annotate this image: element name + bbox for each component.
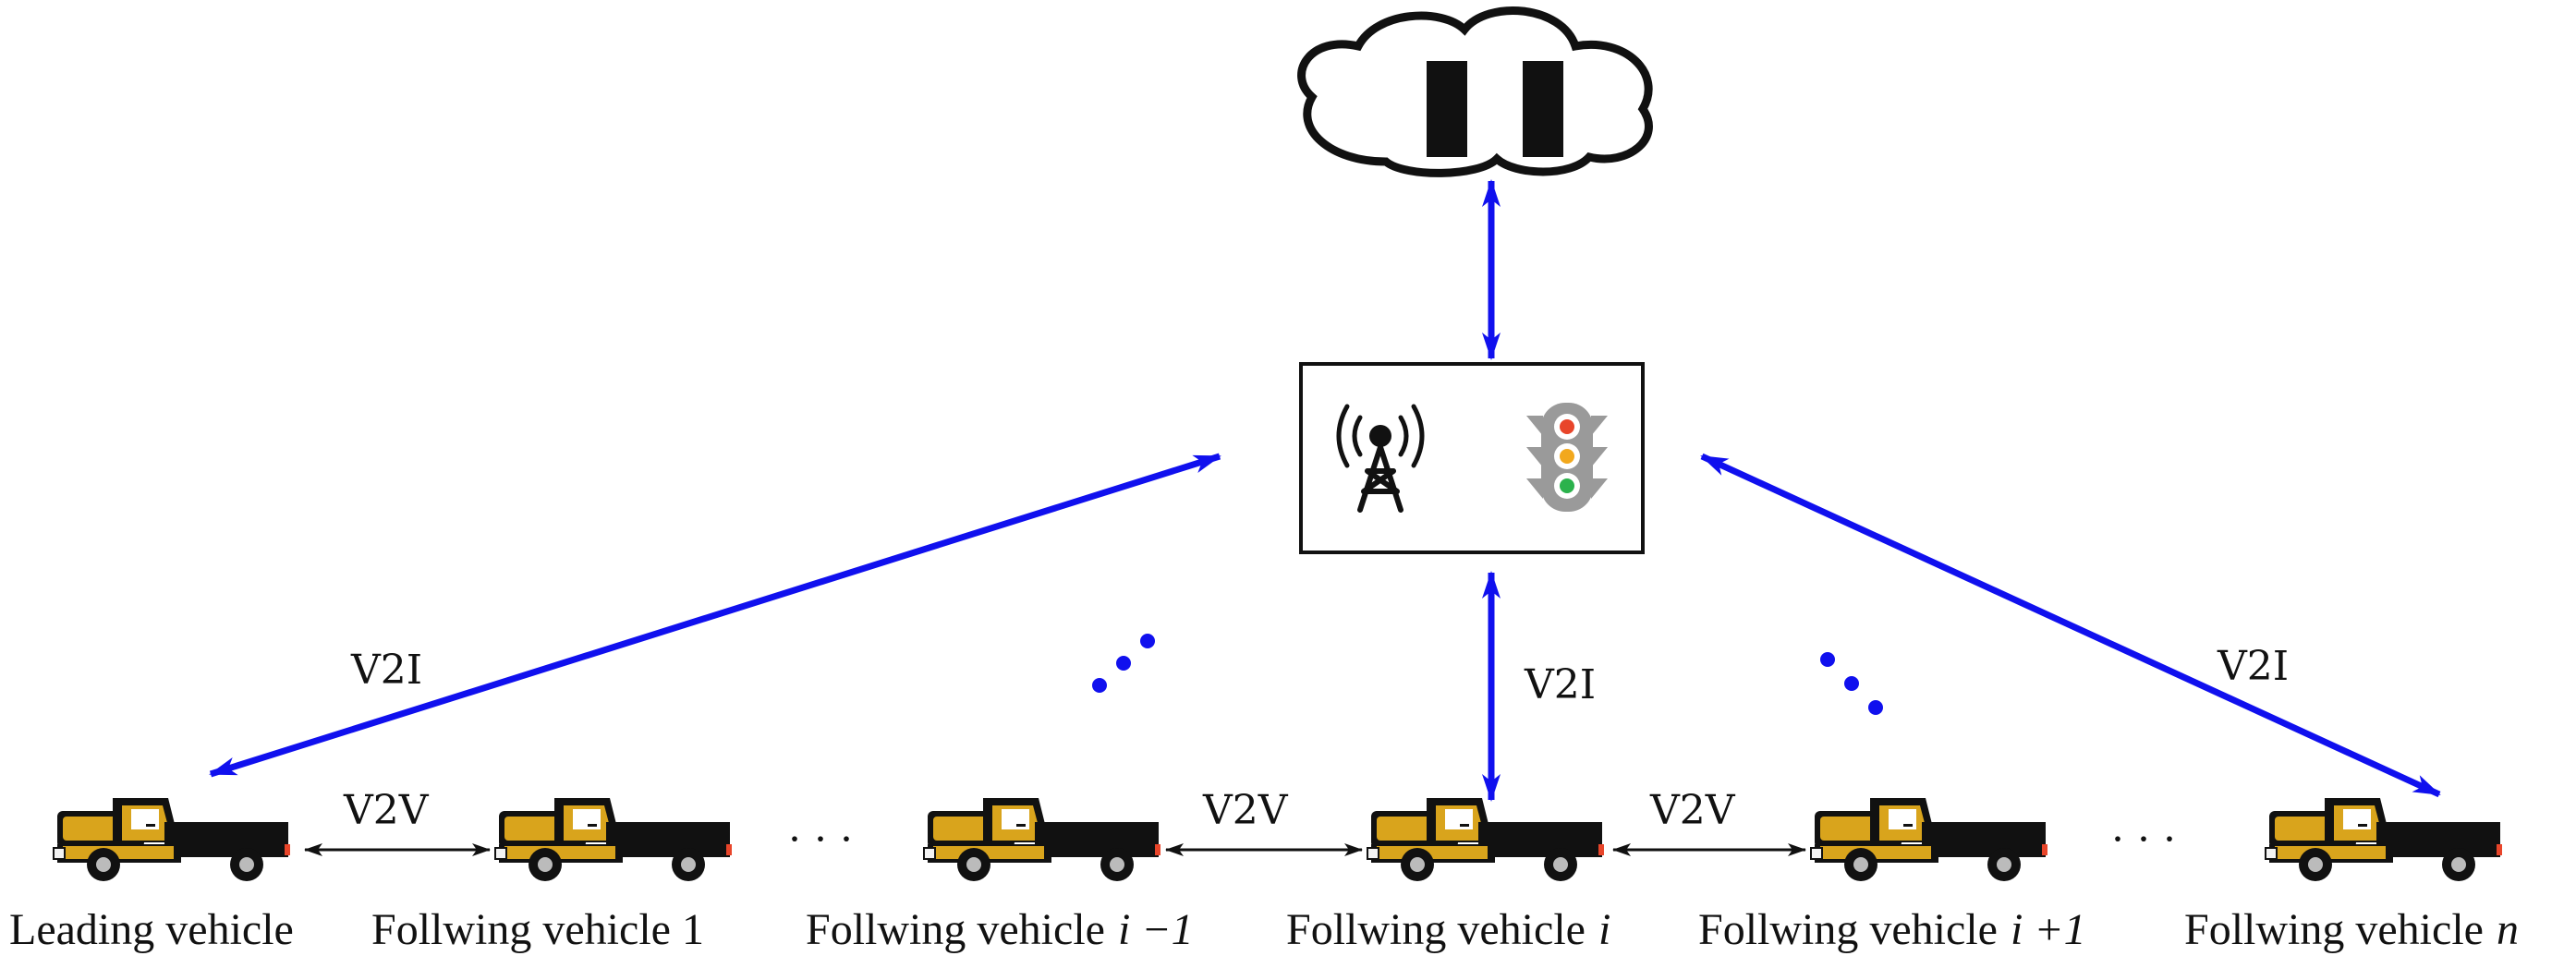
pickup-truck-icon <box>494 797 733 882</box>
cloud-server-icon <box>1297 6 1653 177</box>
antenna-tower-icon <box>1336 404 1425 513</box>
v2i-arrows <box>209 179 2441 802</box>
v2v-label-1: V2V <box>343 787 430 834</box>
traffic-light-icon <box>1526 403 1608 512</box>
pickup-truck-icon <box>1367 797 1605 882</box>
pickup-truck-icon <box>1810 797 2048 882</box>
vehicle-label-1: Follwing vehicle 1 <box>371 905 704 954</box>
v2v-label-3: V2V <box>1649 787 1736 834</box>
v2i-label-right: V2I <box>2217 643 2289 690</box>
v2i-arrow-vehicle-n <box>1700 453 2441 798</box>
v2i-label-left: V2I <box>350 647 422 694</box>
pickup-truck-icon <box>53 797 291 882</box>
pickup-truck-icon <box>923 797 1161 882</box>
vehicle-ellipsis-dots <box>1092 634 1883 715</box>
v2i-label-center: V2I <box>1524 661 1596 708</box>
v2i-arrow-leading <box>209 453 1221 778</box>
ellipsis-right: · · · <box>2110 815 2177 864</box>
v2v-label-2: V2V <box>1202 787 1289 834</box>
roadside-unit-box <box>1299 362 1645 554</box>
ellipsis-left: · · · <box>787 815 854 864</box>
vehicle-label-leading: Leading vehicle <box>9 905 294 954</box>
pickup-truck-icon <box>2265 797 2503 882</box>
